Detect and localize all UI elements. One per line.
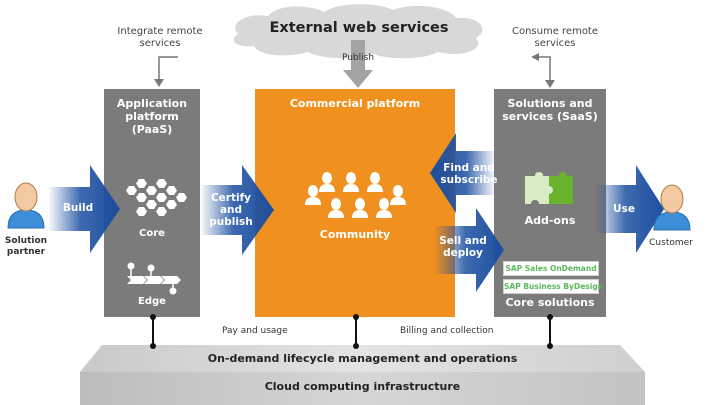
core-hexagons-icon — [126, 179, 187, 216]
connector-dot — [547, 343, 553, 349]
find-subscribe-label: Find and subscribe — [440, 162, 498, 186]
connector-line — [152, 317, 154, 346]
find-subscribe-arrow — [430, 133, 496, 213]
cloud-title: External web services — [269, 20, 449, 36]
community-people-icon — [305, 172, 406, 218]
add-ons-label: Add-ons — [524, 214, 576, 227]
connector-line — [549, 317, 551, 346]
commercial-platform-title: Commercial platform — [289, 97, 421, 110]
certify-publish-arrow — [200, 165, 274, 255]
paas-title: Application platform (PaaS) — [116, 97, 188, 136]
lifecycle-layer-label: On-demand lifecycle management and opera… — [207, 352, 518, 365]
platform-layers — [80, 345, 645, 405]
infrastructure-layer-label: Cloud computing infrastructure — [264, 380, 461, 393]
connector-dot — [150, 343, 156, 349]
solution-partner-label: Solution partner — [4, 236, 48, 257]
core-solutions-label: Core solutions — [505, 296, 595, 309]
connector-dot — [353, 343, 359, 349]
use-arrow — [594, 165, 664, 253]
add-ons-puzzle-icon — [525, 172, 573, 204]
solution-partner-avatar-icon — [7, 182, 45, 229]
integrate-arrow — [154, 56, 178, 87]
core-solution-sap-sales-ondemand: SAP Sales OnDemand — [503, 261, 599, 276]
publish-arrow — [343, 40, 373, 88]
saas-title: Solutions and services (SaaS) — [502, 97, 598, 123]
integrate-remote-services-label: Integrate remote services — [117, 26, 203, 49]
customer-avatar-icon — [653, 184, 691, 231]
customer-label: Customer — [649, 238, 693, 248]
edge-process-icon — [127, 262, 181, 295]
publish-label: Publish — [341, 53, 375, 63]
edge-label: Edge — [138, 296, 166, 307]
connector-line — [355, 317, 357, 346]
certify-publish-label: Certify and publish — [209, 192, 253, 228]
consume-remote-services-label: Consume remote services — [511, 26, 599, 49]
build-label: Build — [62, 202, 94, 214]
pay-and-usage-label: Pay and usage — [222, 326, 288, 336]
sell-deploy-arrow — [434, 208, 504, 292]
cloud-shape — [233, 4, 483, 59]
sell-deploy-label: Sell and deploy — [439, 235, 487, 259]
core-solution-sap-business-bydesign: SAP Business ByDesign — [503, 279, 603, 294]
billing-and-collection-label: Billing and collection — [400, 326, 494, 336]
core-label: Core — [139, 228, 165, 239]
community-label: Community — [319, 228, 391, 241]
build-arrow — [48, 165, 120, 253]
consume-arrow — [531, 53, 555, 88]
commercial-platform-box — [255, 89, 455, 317]
use-label: Use — [613, 203, 635, 215]
